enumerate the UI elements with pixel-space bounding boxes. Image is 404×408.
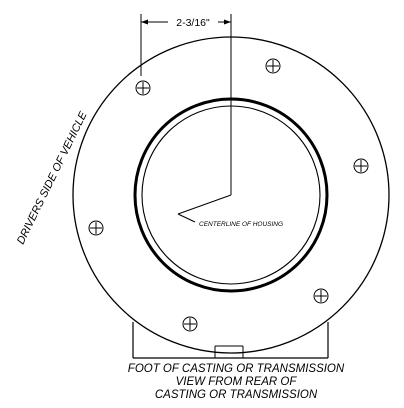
arrow-right-icon [224,19,231,25]
crosshair-circle-icon [88,220,104,236]
centerline-label: CENTERLINE OF HOUSING [199,221,283,228]
bolt-holes [88,58,369,332]
crosshair-circle-icon [313,288,329,304]
dimension-label: 2-3/16" [176,17,210,29]
crosshair-circle-icon [265,58,281,74]
centerline-leader [177,194,232,215]
crosshair-circle-icon [182,316,198,332]
crosshair-circle-icon [353,158,369,174]
foot-label: FOOT OF CASTING OR TRANSMISSION [128,363,345,375]
arrow-left-icon [141,19,148,25]
view-caption-line1: VIEW FROM REAR OF [176,376,298,388]
crosshair-circle-icon [135,80,151,96]
view-caption-line2: CASTING OR TRANSMISSION [155,389,318,401]
drivers-side-label: DRIVERS SIDE OF VEHICLE [15,109,90,246]
centerline-callout-line [177,213,196,223]
offset-dimension: 2-3/16" [140,14,231,76]
